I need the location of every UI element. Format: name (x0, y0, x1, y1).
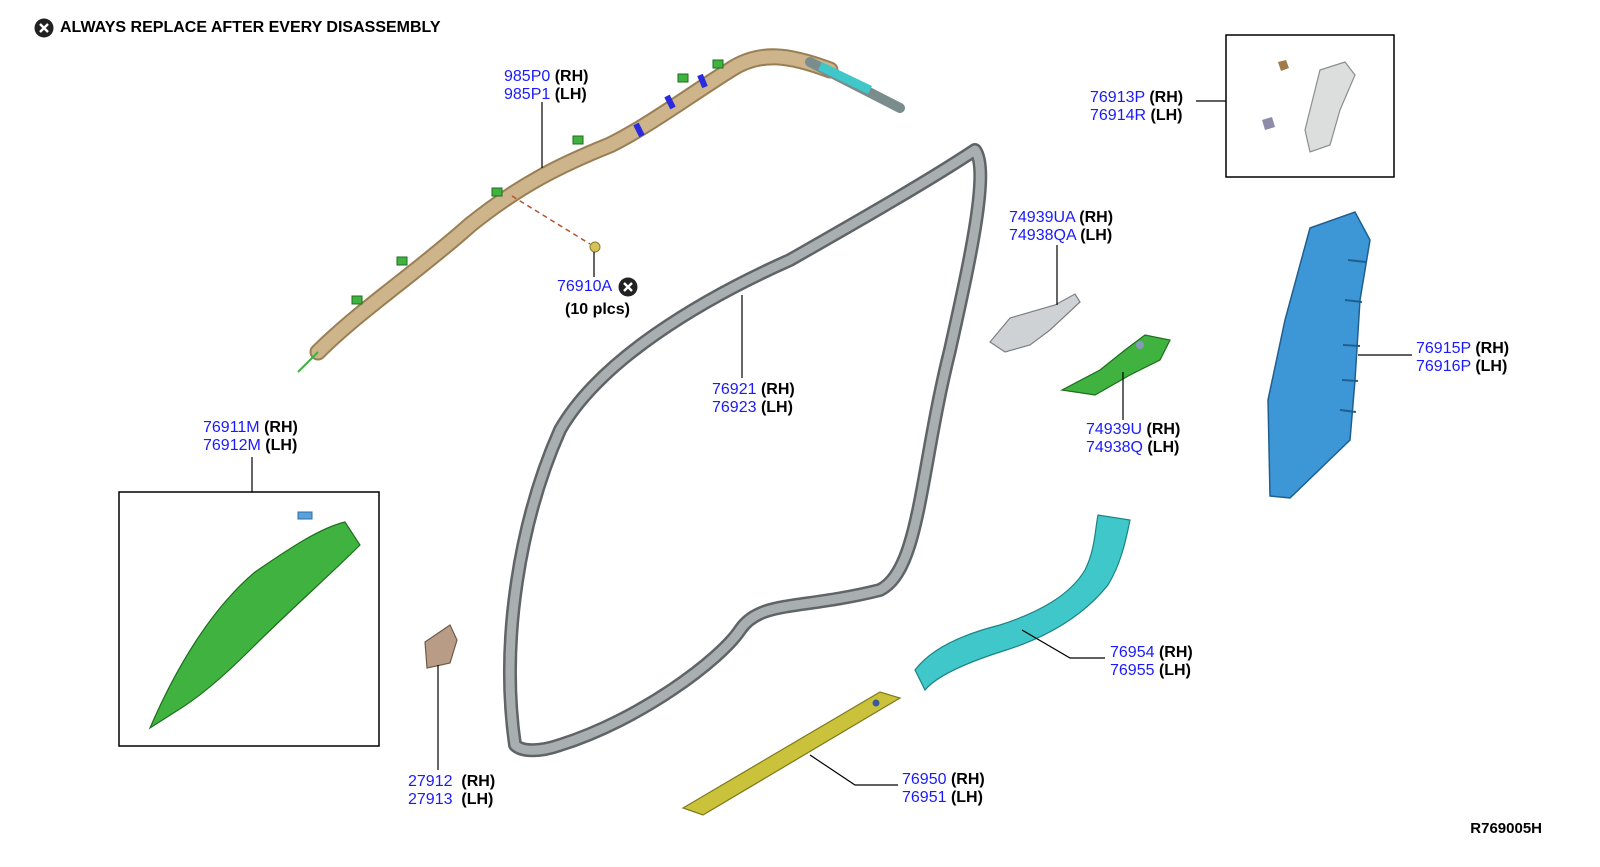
note-text: ALWAYS REPLACE AFTER EVERY DISASSEMBLY (60, 19, 441, 36)
side-label: (RH) (1475, 340, 1510, 357)
side-label: (RH) (760, 381, 795, 398)
callout-bracket-lower: 74939U (RH) 74938Q (LH) (1086, 421, 1180, 457)
side-label: (LH) (1158, 662, 1191, 679)
side-label: (RH) (950, 771, 985, 788)
side-label: (LH) (265, 437, 298, 454)
sill-plate-part (681, 691, 902, 816)
part-number[interactable]: 27913 (408, 791, 453, 808)
part-number[interactable]: 76955 (1110, 662, 1155, 679)
lower-bracket-part (1060, 334, 1171, 396)
quantity-label: (10 plcs) (565, 301, 630, 318)
door-weatherstrip (503, 143, 988, 758)
kick-plate-part (914, 514, 1131, 692)
callout-kick-plate: 76954 (RH) 76955 (LH) (1110, 644, 1193, 680)
part-number[interactable]: 76916P (1416, 358, 1471, 375)
part-number[interactable]: 76912M (203, 437, 261, 454)
callout-sill-plate: 76950 (RH) 76951 (LH) (902, 771, 985, 807)
side-label: (LH) (461, 791, 494, 808)
part-number[interactable]: 74938QA (1009, 227, 1076, 244)
side-label: (RH) (554, 68, 589, 85)
side-label: (LH) (1080, 227, 1113, 244)
side-label: (RH) (461, 773, 496, 790)
callout-weatherstrip: 76921 (RH) 76923 (LH) (712, 381, 795, 417)
small-bracket-part (424, 624, 458, 669)
part-number[interactable]: 76913P (1090, 89, 1145, 106)
side-label: (RH) (1146, 421, 1181, 438)
part-number[interactable]: 76954 (1110, 644, 1155, 661)
curtain-airbag (297, 48, 905, 373)
callout-front-pillar-box: 76911M (RH) 76912M (LH) (203, 419, 298, 455)
callout-pillar: 76915P (RH) 76916P (LH) (1416, 340, 1509, 376)
part-number[interactable]: 27912 (408, 773, 453, 790)
part-number[interactable]: 76915P (1416, 340, 1471, 357)
side-label: (LH) (760, 399, 793, 416)
part-number[interactable]: 74939U (1086, 421, 1143, 438)
part-number[interactable]: 76911M (203, 419, 260, 436)
upper-box-parts (1262, 60, 1356, 153)
part-number[interactable]: 74938Q (1086, 439, 1143, 456)
callout-clip: 76910A (10 plcs) (557, 277, 638, 319)
upper-bracket-part (989, 293, 1081, 353)
part-number[interactable]: 76951 (902, 789, 947, 806)
side-label: (LH) (950, 789, 983, 806)
part-number[interactable]: 76923 (712, 399, 757, 416)
reference-code: R769005H (1470, 820, 1542, 837)
callout-upper-box: 76913P (RH) 76914R (LH) (1090, 89, 1183, 125)
header-note: ALWAYS REPLACE AFTER EVERY DISASSEMBLY (34, 18, 441, 38)
side-label: (LH) (1475, 358, 1508, 375)
part-number[interactable]: 985P0 (504, 68, 551, 85)
part-number[interactable]: 76921 (712, 381, 757, 398)
replace-mark-icon (618, 277, 638, 297)
leader-lines (251, 100, 1412, 786)
front-pillar-box (118, 491, 380, 747)
part-number[interactable]: 985P1 (504, 86, 551, 103)
side-label: (LH) (1147, 439, 1180, 456)
side-label: (LH) (1150, 107, 1183, 124)
part-number[interactable]: 76910A (557, 278, 613, 295)
side-label: (LH) (554, 86, 587, 103)
side-label: (RH) (264, 419, 298, 436)
side-label: (RH) (1149, 89, 1184, 106)
part-number[interactable]: 76950 (902, 771, 947, 788)
callout-airbag: 985P0 (RH) 985P1 (LH) (504, 68, 588, 104)
center-pillar-trim (1267, 211, 1371, 499)
part-number[interactable]: 76914R (1090, 107, 1147, 124)
side-label: (RH) (1158, 644, 1193, 661)
side-label: (RH) (1079, 209, 1114, 226)
callout-small-bracket: 27912 (RH) 27913 (LH) (408, 773, 495, 809)
replace-mark-icon (34, 18, 54, 38)
callout-bracket-upper: 74939UA (RH) 74938QA (LH) (1009, 209, 1113, 245)
part-number[interactable]: 74939UA (1009, 209, 1075, 226)
front-pillar-garnish (148, 511, 361, 730)
clip-part (511, 195, 601, 253)
upper-box (1225, 34, 1395, 178)
